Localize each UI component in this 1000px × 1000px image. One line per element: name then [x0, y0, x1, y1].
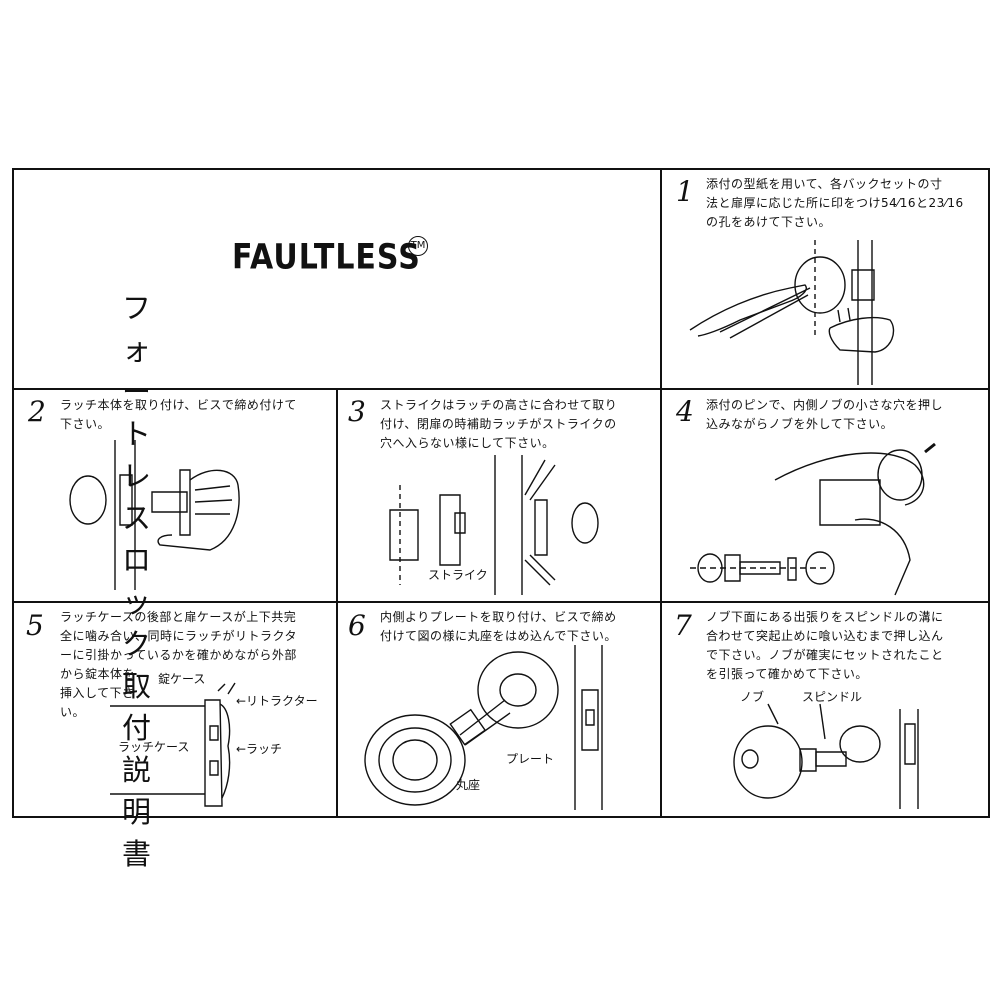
brand-logo: FAULTLESS [232, 237, 421, 278]
instruction-sheet-frame [12, 168, 990, 818]
step-text-line: の孔をあけて下さい。 [706, 215, 832, 229]
step-text-line: ラッチ本体を取り付け、ビスで締め付けて [60, 398, 297, 412]
drilling-illustration [680, 240, 980, 385]
step-text-line: 付け、閉扉の時補助ラッチがストライクの [380, 417, 617, 431]
step-text-line: ノブ下面にある出張りをスピンドルの溝に [706, 610, 944, 624]
grid-line-row1 [12, 388, 990, 390]
strike-plate-illustration [380, 455, 650, 595]
step-text-line: 全に噛み合い、同時にラッチがリトラクタ [60, 629, 298, 643]
step-number: 5 [26, 609, 44, 642]
step-number: 4 [676, 395, 694, 428]
knob-label: ノブ [740, 690, 765, 704]
step-text-line: い。 [60, 705, 86, 719]
step-text-line: 添付の型紙を用いて、各バックセットの寸 [706, 177, 943, 191]
step-text-line: 添付のピンで、内側ノブの小さな穴を押し [706, 398, 944, 412]
latch-label: ←ラッチ [236, 742, 283, 756]
step-text-line: 付けて図の様に丸座をはめ込んで下さい。 [380, 629, 617, 643]
step-text-line: 挿入して下さ [60, 686, 135, 700]
step-text-line: 合わせて突起止めに喰い込むまで押し込ん [706, 629, 944, 643]
step-text-line: 込みながらノブを外して下さい。 [706, 417, 894, 431]
grid-line-col2-top [660, 168, 662, 818]
strike-label: ストライク [428, 568, 488, 582]
lock-body-insertion-illustration [110, 686, 310, 811]
knob-attach-illustration [720, 704, 980, 809]
step-text-line: で下さい。ノブが確実にセットされたこと [706, 648, 944, 662]
plate-and-rose-illustration [360, 645, 650, 810]
latch-case-label: ラッチケース [118, 740, 190, 754]
step-text-line: 下さい。 [60, 417, 111, 431]
step-number: 1 [676, 175, 694, 208]
step-number: 2 [28, 395, 46, 428]
step-text-line: から錠本体を [60, 667, 136, 681]
grid-line-col1 [336, 388, 338, 818]
grid-line-row2 [12, 601, 990, 603]
trademark-mark: TM [408, 236, 428, 256]
knob-removal-illustration [680, 440, 980, 595]
spindle-label: スピンドル [802, 690, 863, 704]
lock-case-label: 錠ケース [158, 672, 206, 686]
retractor-label: ←リトラクター [236, 694, 318, 708]
step-text-line: を引張って確かめて下さい。 [706, 667, 868, 681]
rose-label: 丸座 [456, 778, 481, 792]
step-text-line: 内側よりプレートを取り付け、ビスで締め [380, 610, 617, 624]
step-text-line: 穴へ入らない様にして下さい。 [380, 436, 555, 450]
page-title: フォートレスロック取付説明書 [122, 291, 153, 871]
step-text-line: ラッチケースの後部と扉ケースが上下共完 [60, 610, 297, 624]
latch-install-illustration [60, 440, 320, 590]
step-text-line: 法と扉厚に応じた所に印をつけ54⁄16と23⁄16 [706, 196, 964, 210]
step-text-line: ストライクはラッチの高さに合わせて取り [380, 398, 618, 412]
step-number: 3 [348, 395, 366, 428]
step-text-line: ーに引掛かっているかを確かめながら外部 [60, 648, 297, 662]
step-number: 7 [674, 609, 692, 642]
step-number: 6 [348, 609, 366, 642]
plate-label: プレート [506, 752, 555, 766]
